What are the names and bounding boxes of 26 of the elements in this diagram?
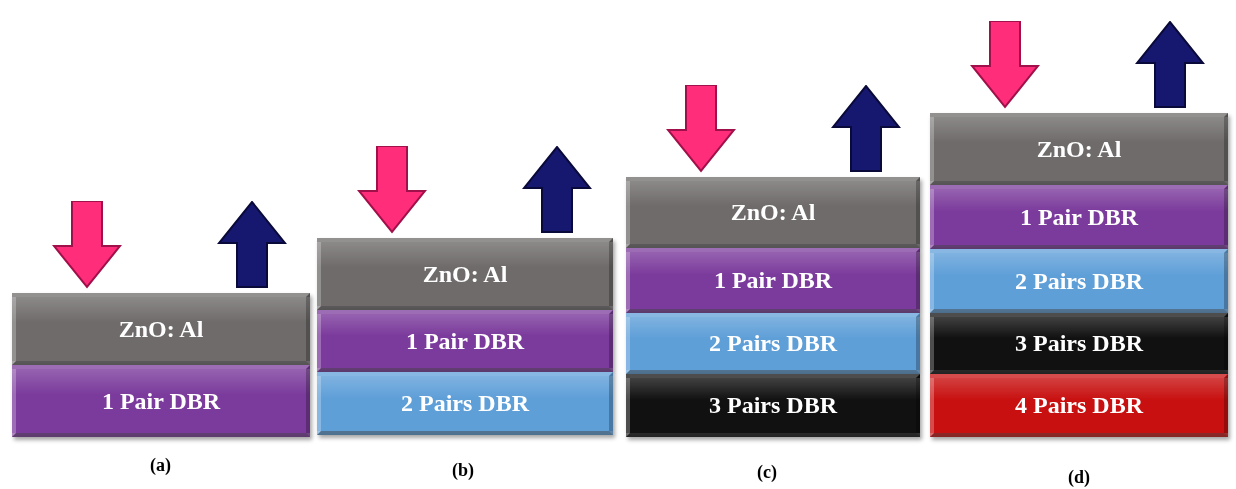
layer-block: 2 Pairs DBR (626, 313, 920, 374)
incoming-light-arrow (52, 201, 122, 289)
layer-block: 2 Pairs DBR (930, 249, 1228, 313)
layer-block: ZnO: Al (626, 177, 920, 248)
layer-block: 3 Pairs DBR (626, 374, 920, 437)
incoming-light-arrow (357, 146, 427, 234)
incoming-light-arrow (970, 21, 1040, 109)
layer-block: 1 Pair DBR (626, 248, 920, 313)
panel-label: (b) (452, 460, 474, 481)
incoming-light-arrow (666, 85, 736, 173)
layer-block: 3 Pairs DBR (930, 313, 1228, 374)
layer-block: ZnO: Al (12, 293, 310, 365)
layer-block: 4 Pairs DBR (930, 374, 1228, 437)
panel-label: (d) (1068, 467, 1090, 488)
panel-label: (a) (150, 455, 171, 476)
layer-block: 1 Pair DBR (930, 185, 1228, 249)
panel-label: (c) (757, 462, 777, 483)
layer-block: 1 Pair DBR (317, 310, 613, 372)
layer-block: 2 Pairs DBR (317, 372, 613, 435)
reflected-light-arrow (217, 201, 287, 289)
layer-block: 1 Pair DBR (12, 365, 310, 437)
reflected-light-arrow (522, 146, 592, 234)
reflected-light-arrow (1135, 21, 1205, 109)
reflected-light-arrow (831, 85, 901, 173)
layer-block: ZnO: Al (930, 113, 1228, 185)
layer-block: ZnO: Al (317, 238, 613, 310)
